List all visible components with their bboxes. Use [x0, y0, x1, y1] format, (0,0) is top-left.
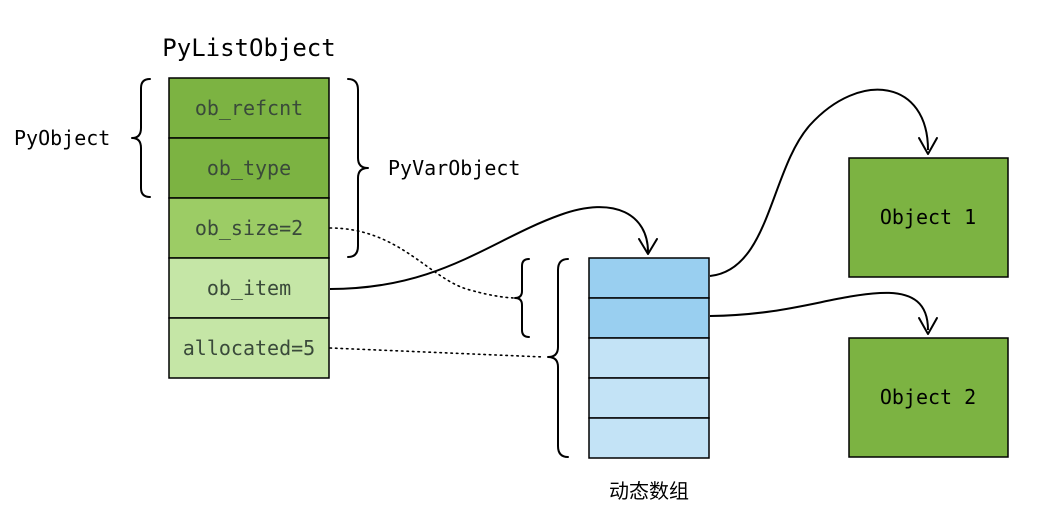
slot-0-arrowhead: [918, 137, 938, 155]
object-1: Object 1: [848, 157, 1009, 278]
struct-field-ob-size: ob_size=2: [168, 197, 330, 259]
struct-field-cell: [168, 317, 330, 379]
array-slot: [588, 337, 710, 379]
array-slot: [588, 257, 710, 299]
struct-field-label: ob_size=2: [195, 216, 303, 240]
object-1-box: [848, 157, 1009, 278]
struct-field-cell: [168, 137, 330, 199]
array-slot: [588, 377, 710, 419]
array-slot: [588, 297, 710, 339]
dynamic-array: [588, 257, 710, 459]
ob-item-arrowhead: [638, 238, 658, 255]
allocated-dotted-link: [329, 347, 545, 358]
slot-1-arrowhead: [918, 317, 938, 335]
struct-fields: ob_refcnt ob_type ob_size=2 ob_item allo…: [168, 77, 330, 379]
array-label: 动态数组: [609, 479, 689, 503]
struct-field-ob-refcnt: ob_refcnt: [168, 77, 330, 139]
used-slots-brace: [514, 258, 530, 338]
struct-field-label: ob_type: [207, 156, 291, 180]
struct-field-ob-item: ob_item: [168, 257, 330, 319]
pyobject-brace: [131, 78, 151, 198]
pyvarobject-brace: [347, 78, 369, 258]
struct-field-ob-type: ob_type: [168, 137, 330, 199]
struct-field-label: ob_item: [207, 276, 291, 300]
object-2-box: [848, 337, 1009, 458]
array-slot: [588, 417, 710, 459]
object-2-label: Object 2: [880, 385, 976, 409]
object-2: Object 2: [848, 337, 1009, 458]
pyvarobject-label: PyVarObject: [388, 156, 520, 180]
slot-0-pointer: [709, 88, 929, 277]
ob-size-dotted-link: [329, 227, 517, 299]
ob-item-pointer: [329, 206, 649, 290]
struct-field-cell: [168, 197, 330, 259]
allocated-slots-brace: [547, 258, 569, 458]
struct-field-label: ob_refcnt: [195, 96, 303, 120]
struct-field-label: allocated=5: [183, 336, 315, 360]
struct-field-cell: [168, 257, 330, 319]
object-1-label: Object 1: [880, 205, 976, 229]
slot-1-pointer: [709, 291, 929, 331]
struct-field-cell: [168, 77, 330, 139]
struct-title: PyListObject: [162, 34, 335, 62]
pyobject-label: PyObject: [14, 126, 110, 150]
struct-field-allocated: allocated=5: [168, 317, 330, 379]
